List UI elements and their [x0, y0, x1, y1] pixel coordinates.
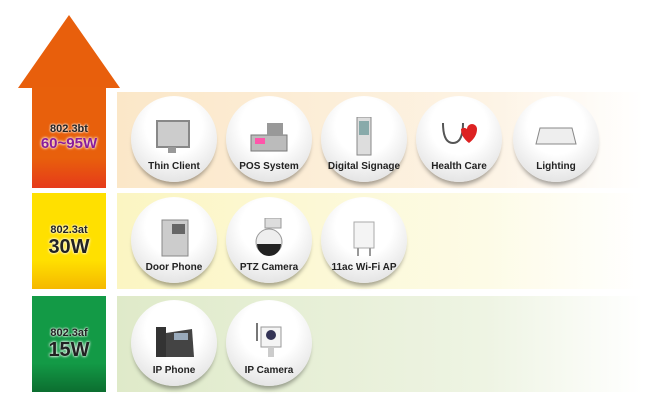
standard-label: 802.3bt	[50, 123, 88, 135]
device-ptz-camera: PTZ Camera	[226, 197, 312, 283]
kiosk-icon	[342, 117, 386, 157]
row-802-3at: Door Phone PTZ Camera 11ac Wi-Fi AP	[117, 193, 643, 289]
power-label: 30W	[48, 235, 90, 258]
access-point-icon	[342, 218, 386, 258]
dome-camera-icon	[247, 218, 291, 258]
device-door-phone: Door Phone	[131, 197, 217, 283]
device-pos-system: POS System	[226, 96, 312, 182]
level-802-3at: 802.3at 30W	[32, 193, 106, 289]
stethoscope-heart-icon	[437, 117, 481, 157]
power-label: 60~95W	[40, 135, 98, 152]
door-phone-icon	[152, 218, 196, 258]
level-802-3bt: 802.3bt 60~95W	[32, 87, 106, 188]
device-ip-phone: IP Phone	[131, 300, 217, 386]
standard-label: 802.3af	[50, 326, 88, 339]
device-thin-client: Thin Client	[131, 96, 217, 182]
device-digital-signage: Digital Signage	[321, 96, 407, 182]
power-arrow-head	[18, 15, 120, 88]
standard-label: 802.3at	[50, 223, 88, 236]
device-lighting: Lighting	[513, 96, 599, 182]
row-802-3af: IP Phone IP Camera	[117, 296, 643, 392]
device-wifi-ap: 11ac Wi-Fi AP	[321, 197, 407, 283]
level-802-3af: 802.3af 15W	[32, 296, 106, 392]
desk-phone-icon	[152, 321, 196, 361]
monitor-icon	[152, 117, 196, 157]
power-label: 15W	[48, 338, 90, 361]
cube-camera-icon	[247, 321, 291, 361]
light-panel-icon	[534, 117, 578, 157]
row-802-3bt: Thin Client POS System Digital Signage H…	[117, 92, 643, 188]
device-health-care: Health Care	[416, 96, 502, 182]
device-ip-camera: IP Camera	[226, 300, 312, 386]
cash-register-icon	[247, 117, 291, 157]
